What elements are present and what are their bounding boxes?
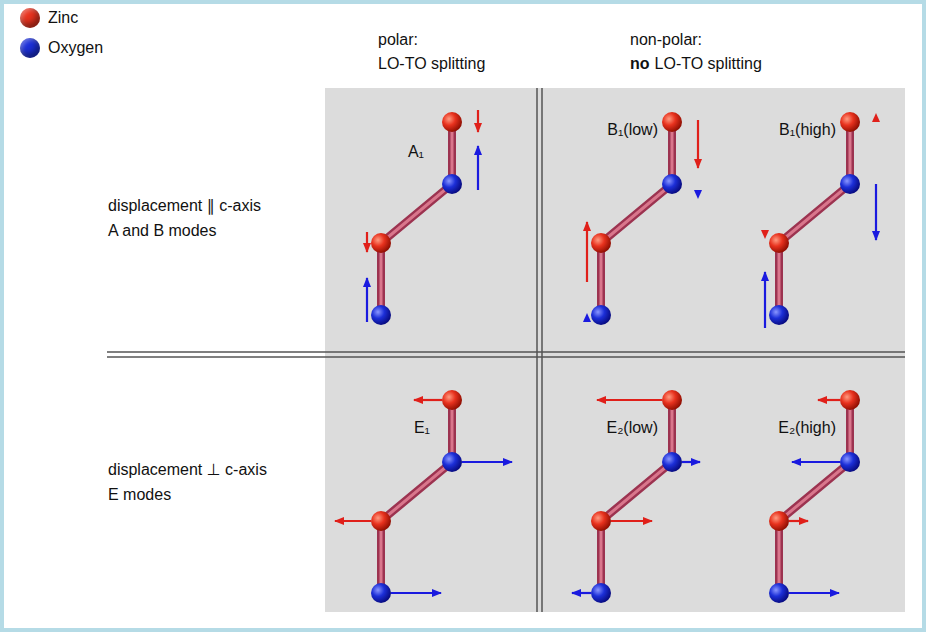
grey-panel (325, 88, 905, 612)
displacement-arrow (477, 110, 479, 132)
displacement-arrow (572, 592, 591, 594)
column-heading: LO-TO splitting (378, 54, 485, 73)
zinc-atom (371, 233, 391, 253)
displacement-arrow (764, 272, 766, 328)
displacement-arrow (366, 278, 368, 322)
oxygen-atom (371, 305, 391, 325)
displacement-arrow (586, 222, 588, 282)
legend-swatch (20, 8, 40, 28)
row-heading: displacement ∥ c-axis (108, 196, 261, 215)
zno-unit (769, 390, 860, 603)
displacement-arrow (682, 461, 700, 463)
zno-unit (761, 112, 880, 328)
oxygen-atom (591, 305, 611, 325)
displacement-arrow (875, 184, 877, 240)
zinc-atom (442, 112, 462, 132)
bond (381, 122, 452, 315)
row-heading: A and B modes (108, 221, 217, 240)
oxygen-atom (662, 452, 682, 472)
small-displacement-arrow (761, 230, 769, 239)
zinc-atom (840, 390, 860, 410)
row-heading: E modes (108, 485, 171, 504)
small-displacement-arrow (583, 313, 591, 322)
bond (601, 122, 672, 315)
zinc-atom (840, 112, 860, 132)
column-heading: no (630, 54, 650, 73)
divider-line (536, 88, 538, 612)
oxygen-atom (371, 583, 391, 603)
zinc-atom (371, 511, 391, 531)
displacement-arrow (366, 232, 368, 252)
divider-line (107, 356, 905, 358)
zinc-atom (662, 390, 682, 410)
displacement-arrow (697, 120, 699, 168)
displacement-arrow (462, 461, 512, 463)
bond (601, 400, 672, 593)
zno-unit (367, 110, 478, 325)
zno-unit (572, 390, 700, 603)
divider-line (541, 88, 543, 612)
divider-line (107, 351, 905, 353)
bond-highlight (779, 400, 850, 593)
oxygen-atom (442, 452, 462, 472)
bond (779, 122, 850, 315)
oxygen-atom (442, 174, 462, 194)
oxygen-atom (840, 452, 860, 472)
column-heading: LO-TO splitting (655, 54, 762, 73)
displacement-arrow (414, 399, 442, 401)
oxygen-atom (769, 583, 789, 603)
zinc-atom (442, 390, 462, 410)
bond-highlight (779, 122, 850, 315)
mode-label: E₂(high) (778, 418, 836, 437)
oxygen-atom (662, 174, 682, 194)
displacement-arrow (792, 461, 840, 463)
zinc-atom (769, 233, 789, 253)
oxygen-atom (840, 174, 860, 194)
column-heading: non-polar: (630, 30, 702, 49)
bond-highlight (381, 122, 452, 315)
legend-text: Oxygen (48, 38, 103, 57)
row-heading: displacement ⊥ c-axis (108, 460, 267, 479)
zinc-atom (769, 511, 789, 531)
zno-unit (335, 390, 512, 603)
displacement-arrow (611, 520, 652, 522)
legend-text: Zinc (48, 8, 78, 27)
small-displacement-arrow (872, 113, 880, 122)
zno-unit (583, 112, 702, 325)
displacement-arrow (477, 146, 479, 190)
mode-label: B₁(high) (779, 120, 836, 139)
displacement-arrow (789, 520, 808, 522)
mode-label: B₁(low) (607, 120, 658, 139)
zinc-atom (662, 112, 682, 132)
zinc-atom (591, 233, 611, 253)
oxygen-atom (591, 583, 611, 603)
legend-swatch (20, 38, 40, 58)
oxygen-atom (769, 305, 789, 325)
displacement-arrow (391, 592, 441, 594)
mode-label: A₁ (408, 142, 424, 161)
small-displacement-arrow (694, 190, 702, 199)
zinc-atom (591, 511, 611, 531)
displacement-arrow (789, 592, 839, 594)
bond (779, 400, 850, 593)
bond-highlight (601, 122, 672, 315)
column-heading: polar: (378, 30, 418, 49)
displacement-arrow (597, 399, 662, 401)
bond-highlight (381, 400, 452, 593)
displacement-arrow (818, 399, 840, 401)
displacement-arrow (335, 520, 371, 522)
mode-label: E₁ (414, 418, 430, 437)
bond (381, 400, 452, 593)
mode-label: E₂(low) (606, 418, 658, 437)
bond-highlight (601, 400, 672, 593)
